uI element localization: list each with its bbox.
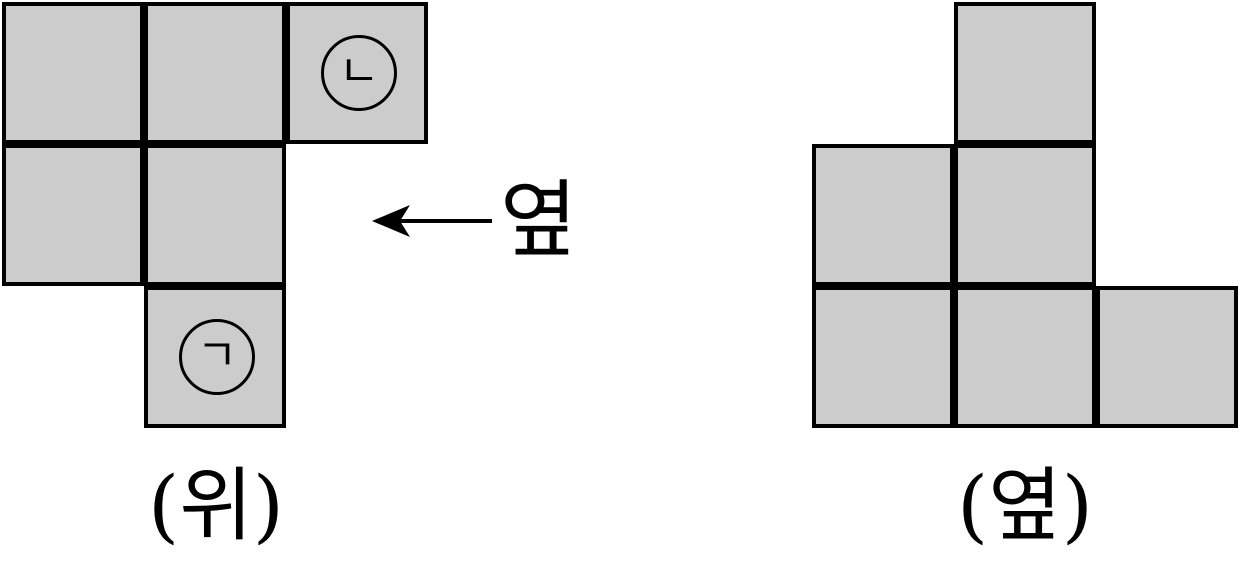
side-view-caption: (옆) bbox=[956, 459, 1094, 552]
top-view-marker: ㄱ bbox=[179, 319, 255, 395]
top-view-caption: (위) bbox=[147, 459, 285, 552]
top-view-marker: ㄴ bbox=[321, 35, 397, 111]
arrow-left-icon bbox=[372, 205, 492, 237]
top-view-cell bbox=[144, 144, 286, 286]
side-view-cell bbox=[812, 286, 954, 428]
side-view-cell bbox=[954, 286, 1096, 428]
side-view-cell bbox=[954, 144, 1096, 286]
top-view-cell bbox=[144, 2, 286, 144]
side-direction-label: 옆 bbox=[500, 171, 578, 269]
side-view-cell bbox=[812, 144, 954, 286]
top-view-cell bbox=[2, 144, 144, 286]
side-view-cell bbox=[954, 2, 1096, 144]
top-view-cell bbox=[2, 2, 144, 144]
side-view-cell bbox=[1096, 286, 1238, 428]
